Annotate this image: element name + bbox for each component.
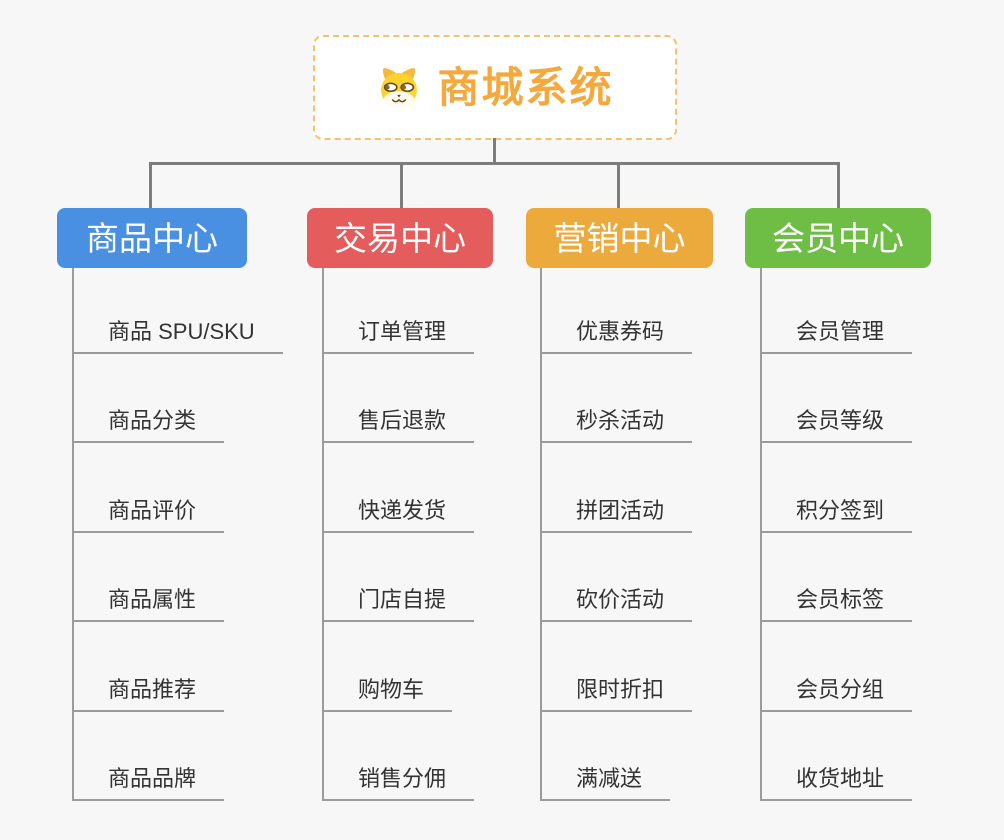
- leaf-node-aftersale-refund[interactable]: 售后退款: [322, 406, 475, 443]
- leaf-node-product-category[interactable]: 商品分类: [72, 406, 225, 443]
- connector-drop-product: [149, 162, 152, 209]
- leaf-node-store-pickup[interactable]: 门店自提: [322, 585, 475, 622]
- branch-node-marketing-center[interactable]: 营销中心: [526, 208, 713, 268]
- leaf-node-flash-sale[interactable]: 秒杀活动: [540, 406, 693, 443]
- branch-node-member-center[interactable]: 会员中心: [745, 208, 931, 268]
- leaf-node-order-management[interactable]: 订单管理: [322, 317, 475, 354]
- leaf-node-limited-time-discount[interactable]: 限时折扣: [540, 675, 693, 712]
- leaf-node-full-reduction[interactable]: 满减送: [540, 764, 671, 801]
- connector-drop-member: [837, 162, 840, 209]
- leaf-node-coupon-code[interactable]: 优惠券码: [540, 317, 693, 354]
- leaf-node-member-tag[interactable]: 会员标签: [760, 585, 913, 622]
- leaf-node-product-attribute[interactable]: 商品属性: [72, 585, 225, 622]
- leaf-node-product-review[interactable]: 商品评价: [72, 496, 225, 533]
- root-title: 商城系统: [437, 63, 614, 111]
- root-node[interactable]: 商城系统: [313, 35, 677, 140]
- branch-node-trade-center[interactable]: 交易中心: [307, 208, 493, 268]
- shiba-dog-icon: [376, 65, 422, 111]
- leaf-node-express-delivery[interactable]: 快递发货: [322, 496, 475, 533]
- branch-node-product-center[interactable]: 商品中心: [57, 208, 247, 268]
- leaf-node-member-group[interactable]: 会员分组: [760, 675, 913, 712]
- leaf-node-bargain-activity[interactable]: 砍价活动: [540, 585, 693, 622]
- leaf-node-sales-commission[interactable]: 销售分佣: [322, 764, 475, 801]
- connector-drop-trade: [400, 162, 403, 209]
- leaf-node-product-spu-sku[interactable]: 商品 SPU/SKU: [72, 317, 283, 354]
- branch-spine-product: 商品 SPU/SKU 商品分类 商品评价 商品属性 商品推荐 商品品牌: [72, 268, 304, 801]
- leaf-node-group-buy[interactable]: 拼团活动: [540, 496, 693, 533]
- connector-drop-marketing: [617, 162, 620, 209]
- leaf-node-member-level[interactable]: 会员等级: [760, 406, 913, 443]
- leaf-node-product-brand[interactable]: 商品品牌: [72, 764, 225, 801]
- branch-spine-marketing: 优惠券码 秒杀活动 拼团活动 砍价活动 限时折扣 满减送: [540, 268, 772, 801]
- leaf-node-product-recommend[interactable]: 商品推荐: [72, 675, 225, 712]
- branch-spine-member: 会员管理 会员等级 积分签到 会员标签 会员分组 收货地址: [760, 268, 992, 801]
- leaf-node-shipping-address[interactable]: 收货地址: [760, 764, 913, 801]
- leaf-node-points-checkin[interactable]: 积分签到: [760, 496, 913, 533]
- connector-root-vertical: [493, 138, 496, 165]
- connector-horizontal-bus: [149, 162, 840, 165]
- leaf-node-shopping-cart[interactable]: 购物车: [322, 675, 453, 712]
- leaf-node-member-management[interactable]: 会员管理: [760, 317, 913, 354]
- branch-spine-trade: 订单管理 售后退款 快递发货 门店自提 购物车 销售分佣: [322, 268, 554, 801]
